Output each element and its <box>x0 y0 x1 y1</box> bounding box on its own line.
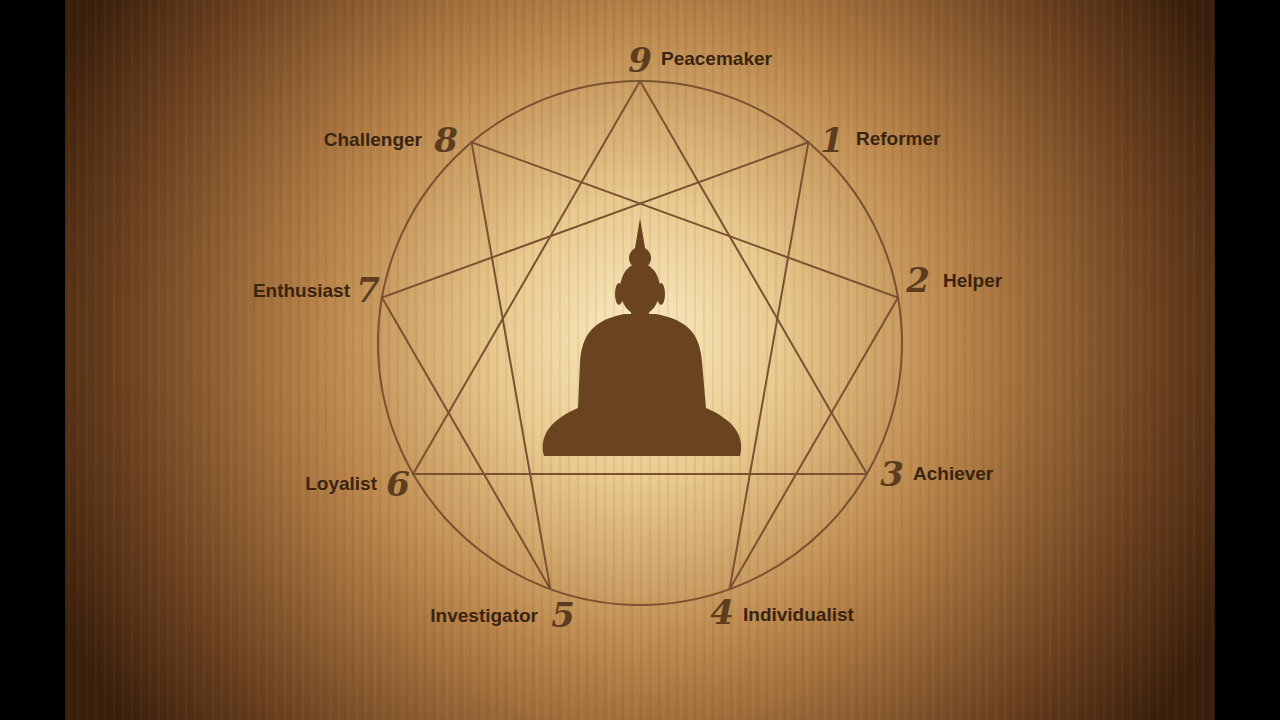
type-number: 9 <box>628 43 652 77</box>
type-name: Investigator <box>430 606 538 625</box>
type-name: Achiever <box>913 464 993 483</box>
type-name: Enthusiast <box>253 281 350 300</box>
type-number: 7 <box>356 273 380 307</box>
enneagram-circle <box>378 81 902 605</box>
enneagram-figure <box>378 81 902 605</box>
type-number: 4 <box>710 595 734 629</box>
type-number: 1 <box>820 123 844 157</box>
type-name: Individualist <box>743 605 854 624</box>
enneagram-triangle <box>413 81 867 474</box>
buddha-silhouette <box>543 218 742 456</box>
type-name: Peacemaker <box>661 49 772 68</box>
type-number: 8 <box>434 123 458 157</box>
type-number: 6 <box>386 467 410 501</box>
type-name: Challenger <box>324 130 422 149</box>
type-number: 2 <box>906 263 930 297</box>
type-number: 3 <box>880 457 904 491</box>
brushed-texture <box>65 0 1215 720</box>
type-name: Helper <box>943 271 1002 290</box>
enneagram-hexad <box>382 142 898 589</box>
type-number: 5 <box>551 598 575 632</box>
type-name: Loyalist <box>305 474 377 493</box>
brushed-panel <box>65 0 1215 720</box>
type-name: Reformer <box>856 129 940 148</box>
